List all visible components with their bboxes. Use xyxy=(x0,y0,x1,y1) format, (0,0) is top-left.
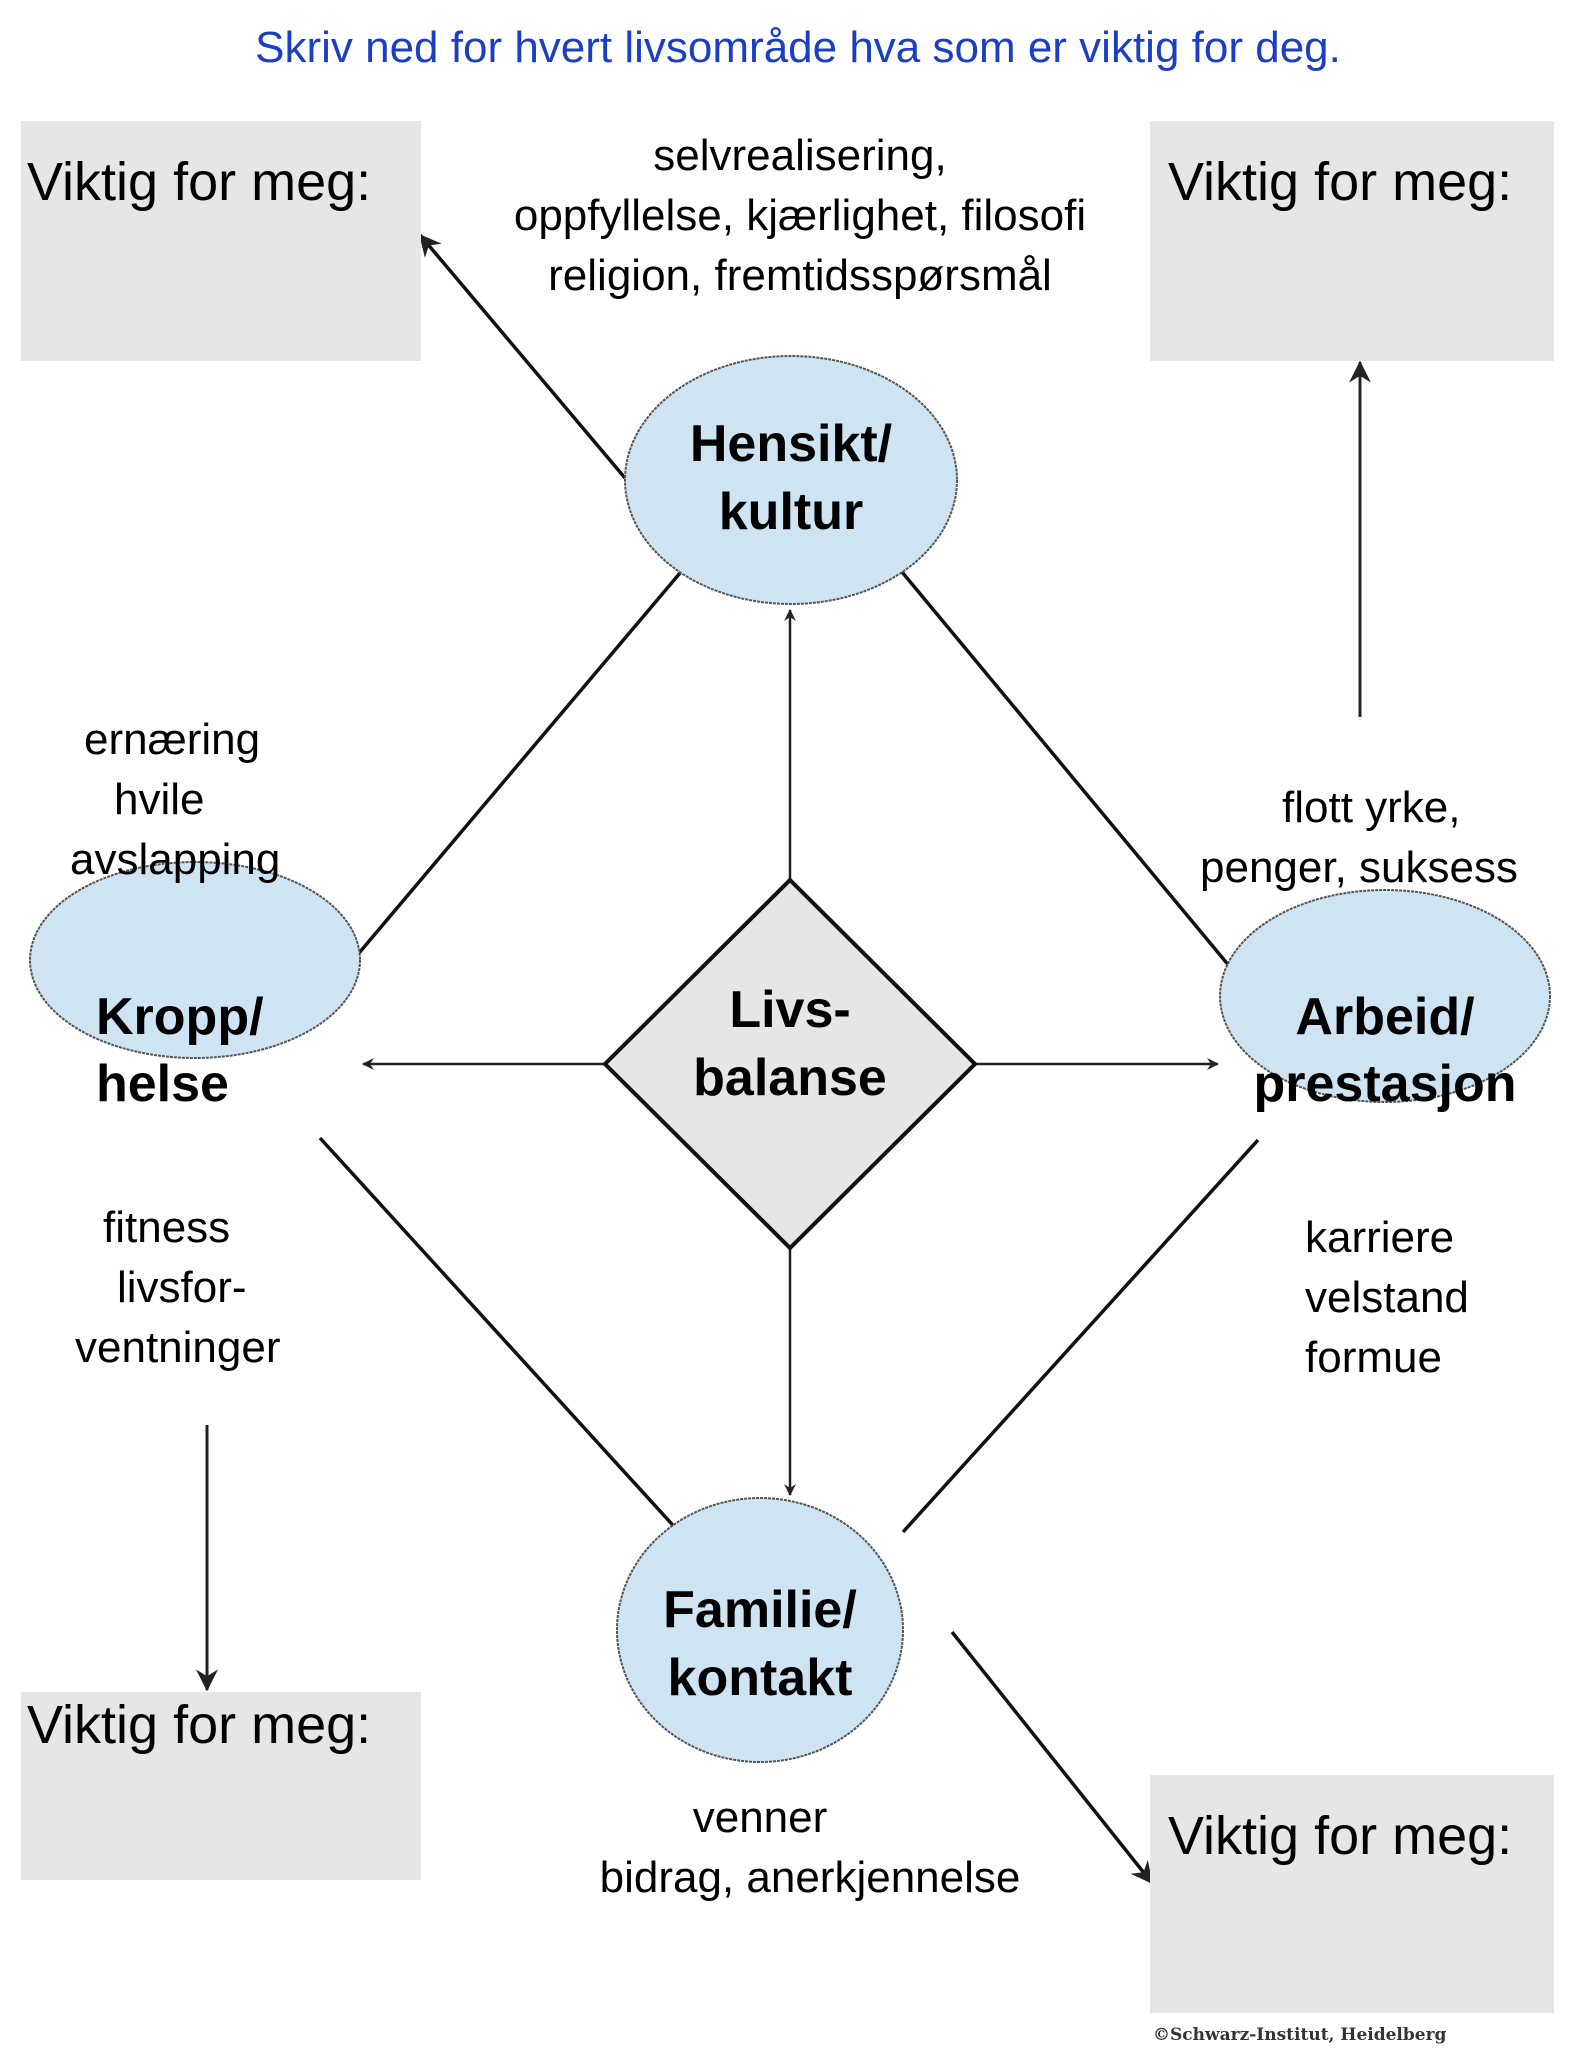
answer-box-top-left[interactable]: Viktig for meg: xyxy=(21,121,421,361)
center-label-line2: balanse xyxy=(693,1049,887,1107)
answer-box-top-right[interactable]: Viktig for meg: xyxy=(1150,121,1554,361)
node-label-familie-line1: Familie/ xyxy=(663,1581,857,1639)
description-hensikt-line: selvrealisering, xyxy=(653,131,947,180)
description-arbeid-below-line: formue xyxy=(1305,1333,1442,1382)
description-arbeid-above-line: flott yrke, xyxy=(1282,783,1461,832)
node-label-hensikt-line1: Hensikt/ xyxy=(689,415,893,473)
center-diamond xyxy=(602,877,978,1251)
description-hensikt-line: oppfyllelse, kjærlighet, filosofi xyxy=(513,191,1087,240)
description-familie-line: venner xyxy=(692,1793,828,1842)
answer-box-label: Viktig for meg: xyxy=(1168,1806,1513,1866)
answer-box-bottom-right[interactable]: Viktig for meg: xyxy=(1150,1775,1554,2013)
copyright-notice: ©Schwarz-Institut, Heidelberg xyxy=(1153,2025,1447,2045)
description-kropp-above-line: ernæring xyxy=(84,715,261,764)
edge-arbeid-familie xyxy=(901,1138,1260,1534)
center-label-line1: Livs- xyxy=(729,981,851,1039)
description-arbeid-above-line: penger, suksess xyxy=(1200,843,1518,892)
answer-box-label: Viktig for meg: xyxy=(1168,152,1513,212)
circle-hensikt-kultur xyxy=(624,355,958,605)
edge-kropp-hensikt xyxy=(330,571,682,987)
arrow-familie-to-box xyxy=(950,1630,1154,1885)
edge-hensikt-arbeid xyxy=(900,570,1247,987)
node-label-hensikt-line2: kultur xyxy=(718,483,864,541)
description-kropp-above-line: hvile xyxy=(114,775,205,824)
answer-box-bottom-left[interactable]: Viktig for meg: xyxy=(21,1692,421,1880)
description-arbeid-below-line: karriere xyxy=(1305,1213,1455,1262)
circle-familie-kontakt xyxy=(616,1497,904,1763)
description-arbeid-below-line: velstand xyxy=(1305,1273,1469,1322)
node-label-arbeid-line1: Arbeid/ xyxy=(1295,988,1475,1046)
description-kropp-below-line: livsfor- xyxy=(117,1263,247,1312)
description-familie-line: bidrag, anerkjennelse xyxy=(599,1853,1021,1902)
node-label-kropp-line2: helse xyxy=(96,1055,229,1113)
description-kropp-below-line: ventninger xyxy=(75,1323,281,1372)
node-label-kropp-line1: Kropp/ xyxy=(96,988,264,1046)
circle-arbeid-prestasjon xyxy=(1219,889,1551,1103)
description-kropp-below-line: fitness xyxy=(103,1203,231,1252)
description-hensikt-line: religion, fremtidsspørsmål xyxy=(548,251,1052,300)
circle-kropp-helse xyxy=(29,861,361,1059)
edge-kropp-familie xyxy=(318,1136,682,1535)
answer-box-label: Viktig for meg: xyxy=(27,152,372,212)
node-label-arbeid-line2: prestasjon xyxy=(1253,1055,1517,1113)
arrow-hensikt-to-box xyxy=(418,233,627,480)
answer-box-label: Viktig for meg: xyxy=(27,1695,372,1755)
instruction-text: Skriv ned for hvert livsområde hva som e… xyxy=(255,23,1341,72)
node-label-familie-line2: kontakt xyxy=(667,1649,853,1707)
description-kropp-above-line: avslapping xyxy=(70,835,281,884)
